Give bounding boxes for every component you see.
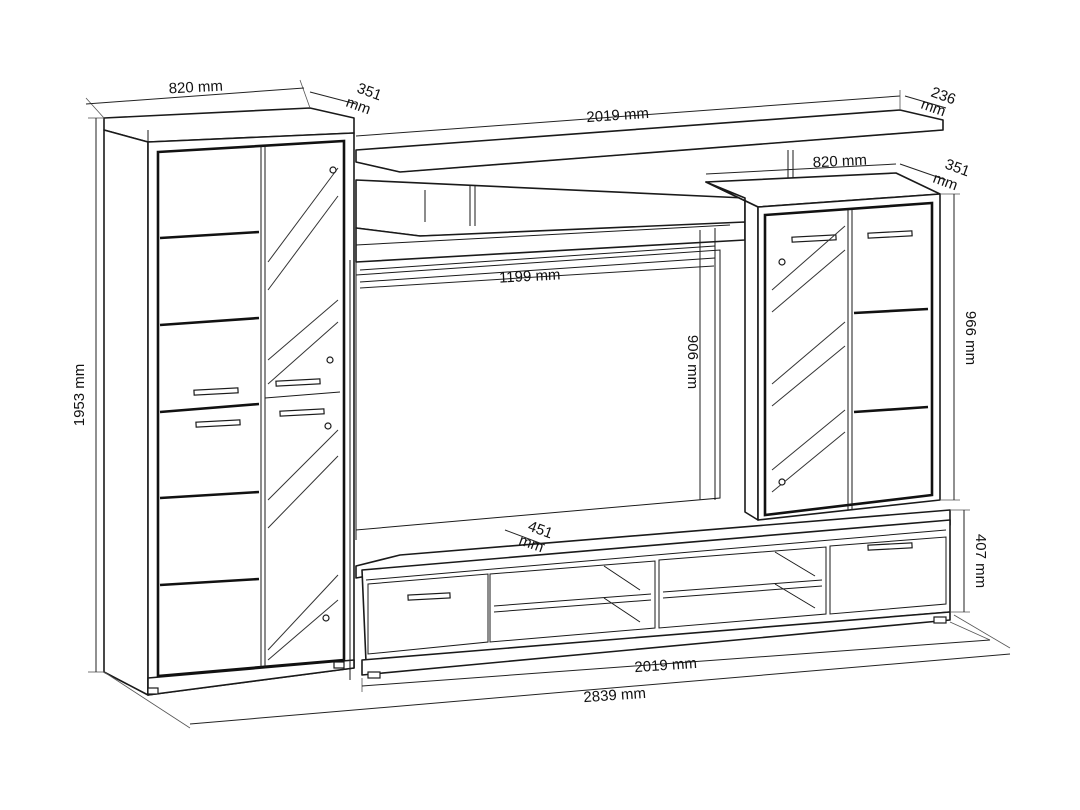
right-wall-cabinet <box>705 172 941 521</box>
left-cabinet-width-label: 820 mm <box>168 78 223 98</box>
dimension-lines <box>85 79 1011 729</box>
tv-back-panel <box>349 179 746 680</box>
tv-unit-height-label: 407 mm <box>972 534 989 588</box>
tv-opening-height-label: 906 mm <box>684 335 701 389</box>
left-tall-cabinet <box>103 107 355 696</box>
right-cabinet-height-label: 966 mm <box>962 311 979 365</box>
tv-unit-width-label: 2019 mm <box>634 655 698 676</box>
top-shelf-width-label: 2019 mm <box>586 105 650 126</box>
right-cabinet-width-label: 820 mm <box>812 152 867 172</box>
overall-width-label: 2839 mm <box>583 685 647 706</box>
left-cabinet-height-label: 1953 mm <box>71 364 88 427</box>
tv-lowboard <box>355 509 951 679</box>
tv-opening-width-label: 1199 mm <box>499 266 561 286</box>
dimension-labels: 820 mm 351 mm 1953 mm 2019 mm 236 mm 820… <box>71 78 989 707</box>
